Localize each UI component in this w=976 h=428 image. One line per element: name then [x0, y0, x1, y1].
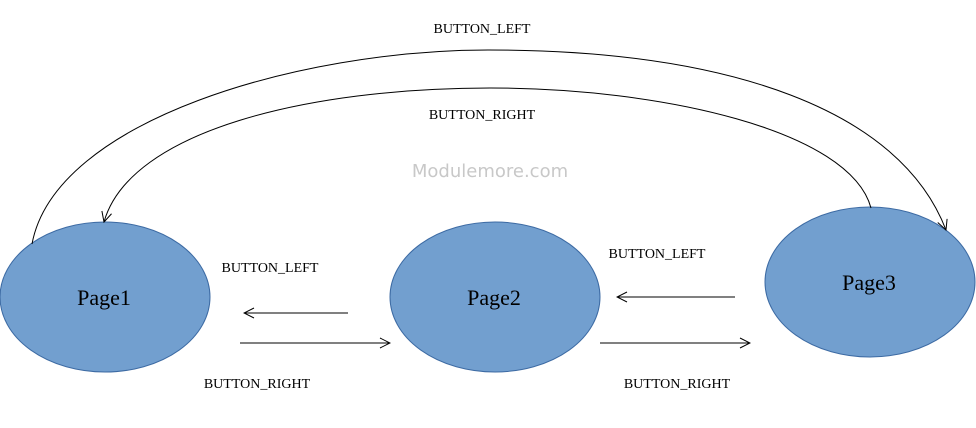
node-label-page1: Page1: [77, 285, 131, 310]
node-label-page3: Page3: [842, 270, 896, 295]
node-label-page2: Page2: [467, 285, 521, 310]
edge-page1-to-page3: [31, 49, 946, 245]
edge-label-page1-to-page3: BUTTON_LEFT: [434, 22, 531, 37]
edge-label-page1-to-page2: BUTTON_RIGHT: [204, 377, 311, 392]
node-page2: [389, 221, 601, 373]
edge-page3-to-page1: [104, 87, 872, 222]
edge-label-page3-to-page1: BUTTON_RIGHT: [429, 108, 536, 123]
edge-label-page2-to-page1: BUTTON_LEFT: [222, 261, 319, 276]
edge-label-page2-to-page3: BUTTON_RIGHT: [624, 377, 731, 392]
node-page3: [764, 206, 976, 358]
edge-label-page3-to-page2: BUTTON_LEFT: [609, 247, 706, 262]
watermark-text: Modulemore.com: [412, 161, 568, 182]
